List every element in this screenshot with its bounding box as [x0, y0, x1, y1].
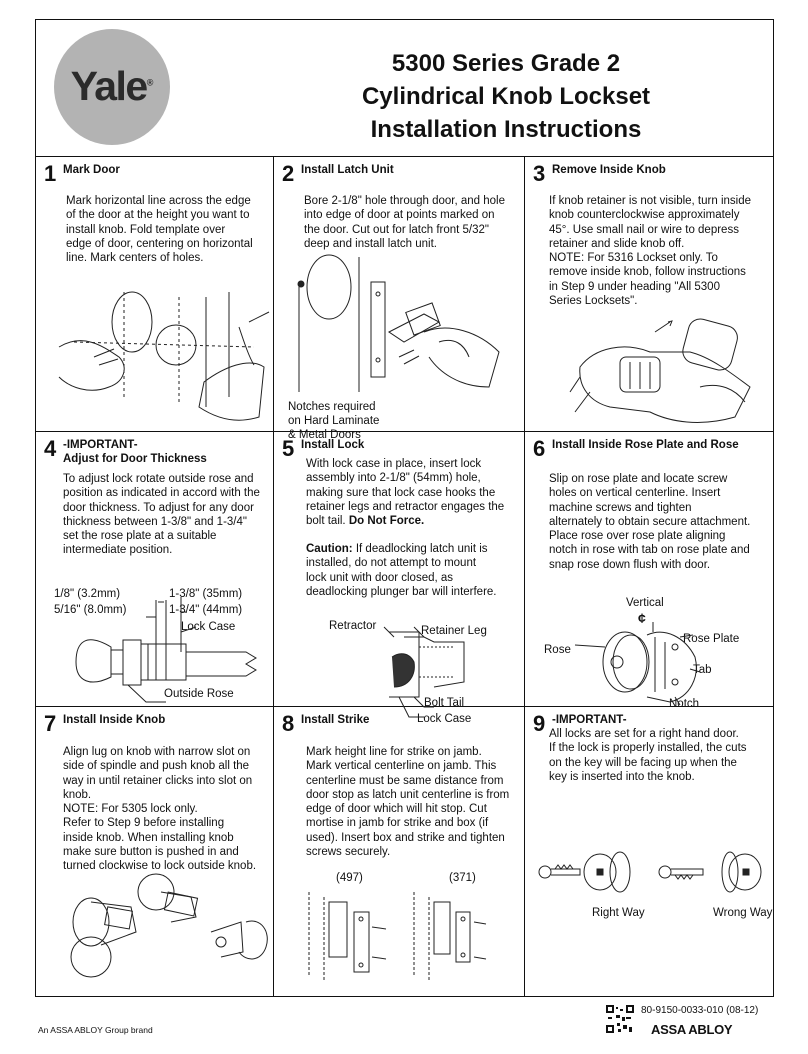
assa-abloy-logo: ASSA ABLOY — [651, 1022, 733, 1037]
registered-mark: ® — [146, 77, 154, 88]
step-number: 2 — [282, 161, 295, 186]
grid-divider — [36, 431, 773, 432]
right-way-key-illustration — [538, 851, 631, 893]
dim-label: 5/16" (8.0mm) — [54, 604, 127, 616]
dim-label: 1/8" (3.2mm) — [54, 588, 121, 600]
step-instructions: Mark horizontal line across the edge of … — [66, 195, 253, 265]
step-instructions: Mark height line for strike on jamb. Mar… — [306, 746, 510, 859]
step-8: 8 Install Strike Mark height line for st… — [274, 707, 524, 997]
step-1: 1 Mark Door Mark horizontal line across … — [36, 157, 273, 431]
logo-wordmark: Yale — [70, 63, 149, 109]
step-number: 3 — [533, 161, 546, 186]
step-instructions: To adjust lock rotate outside rose and p… — [63, 473, 260, 557]
step-4: 4 -IMPORTANT- Adjust for Door Thickness … — [36, 432, 273, 706]
page-title: 5300 Series Grade 2 Cylindrical Knob Loc… — [286, 47, 726, 146]
step-2: 2 Install Latch Unit Bore 2-1/8" hole th… — [274, 157, 524, 442]
step-number: 4 — [44, 436, 57, 461]
notches-note: Notches required on Hard Laminate & Meta… — [288, 401, 380, 441]
step-7: 7 Install Inside Knob Align lug on knob … — [36, 707, 273, 997]
step-number: 6 — [533, 436, 546, 461]
retractor-label: Retractor — [329, 620, 377, 632]
wrong-way-key-illustration — [658, 851, 762, 893]
strike-497-label: (497) — [336, 872, 363, 884]
caution-label: Caution: — [306, 543, 353, 555]
dim-label: 1-3/4" (44mm) — [169, 604, 243, 616]
qr-code-icon — [606, 1005, 634, 1033]
strike-371-label: (371) — [449, 872, 476, 884]
step-number: 5 — [282, 436, 295, 461]
title-line-2: Cylindrical Knob Lockset — [361, 83, 651, 110]
remove-knob-illustration — [569, 318, 751, 423]
step-number: 1 — [44, 161, 57, 186]
step-number: 8 — [282, 711, 295, 736]
step-instructions: Bore 2-1/8" hole through door, and hole … — [304, 195, 506, 250]
grid-divider — [36, 706, 773, 707]
grid-divider — [524, 157, 525, 996]
latch-unit-illustration — [297, 254, 500, 392]
do-not-force: Do Not Force. — [348, 515, 425, 528]
rose-label: Rose — [544, 644, 571, 656]
tab-label: Tab — [693, 664, 712, 676]
step-title: -IMPORTANT- Adjust for Door Thickness — [63, 439, 207, 465]
title-line-3: Installation Instructions — [370, 116, 642, 143]
step-9: 9 -IMPORTANT- All locks are set for a ri… — [525, 707, 774, 997]
wrong-way-label: Wrong Way — [713, 907, 773, 919]
step-instructions: If knob retainer is not visible, turn in… — [549, 195, 751, 308]
step-title: Install Strike — [301, 714, 370, 726]
step-title: Install Inside Rose Plate and Rose — [552, 439, 739, 451]
step-6: 6 Install Inside Rose Plate and Rose Sli… — [525, 432, 774, 711]
right-way-label: Right Way — [592, 907, 645, 919]
step-3: 3 Remove Inside Knob If knob retainer is… — [525, 157, 774, 431]
header: Yale® 5300 Series Grade 2 Cylindrical Kn… — [36, 20, 773, 157]
bolt-tail-label: Bolt Tail — [424, 697, 465, 709]
retainer-leg-label: Retainer Leg — [421, 625, 487, 637]
group-brand-text: An ASSA ABLOY Group brand — [38, 1025, 153, 1035]
step-number: 7 — [44, 711, 57, 736]
rose-plate-illustration — [574, 622, 701, 706]
lock-case-label: Lock Case — [181, 621, 236, 633]
step-title: Remove Inside Knob — [552, 164, 666, 176]
step-title: -IMPORTANT- — [552, 714, 627, 726]
inside-knob-illustration — [70, 873, 268, 978]
step-title: Install Latch Unit — [301, 164, 394, 176]
yale-logo: Yale® — [54, 29, 170, 145]
grid-divider — [273, 157, 274, 996]
document-code: 80-9150-0033-010 (08-12) — [641, 1005, 759, 1016]
outside-rose-label: Outside Rose — [164, 688, 234, 700]
step-title: Install Inside Knob — [63, 714, 166, 726]
step-instructions: All locks are set for a right hand door.… — [549, 728, 747, 783]
door-thickness-illustration — [75, 597, 257, 703]
step-instructions: With lock case in place, insert lock ass… — [306, 458, 505, 528]
step-title: Install Lock — [301, 439, 365, 451]
step-5: 5 Install Lock With lock case in place, … — [274, 432, 524, 726]
caution-text: Caution: If deadlocking latch unit is in… — [306, 543, 497, 598]
centerline-symbol: ¢ — [638, 610, 646, 626]
instruction-sheet: Yale® 5300 Series Grade 2 Cylindrical Kn… — [35, 19, 774, 997]
dim-label: 1-3/8" (35mm) — [169, 588, 243, 600]
title-line-1: 5300 Series Grade 2 — [391, 50, 621, 77]
install-lock-illustration — [383, 626, 465, 718]
vertical-label: Vertical — [626, 597, 664, 609]
strike-illustration — [308, 892, 487, 982]
mark-door-illustration — [58, 291, 270, 421]
step-title: Mark Door — [63, 164, 120, 176]
step-instructions: Slip on rose plate and locate screw hole… — [549, 473, 751, 571]
notch-label: Notch — [669, 698, 700, 710]
step-instructions: Align lug on knob with narrow slot on si… — [63, 746, 257, 873]
step-number: 9 — [533, 711, 546, 736]
lock-case-label: Lock Case — [417, 713, 472, 725]
rose-plate-label: Rose Plate — [683, 633, 740, 645]
